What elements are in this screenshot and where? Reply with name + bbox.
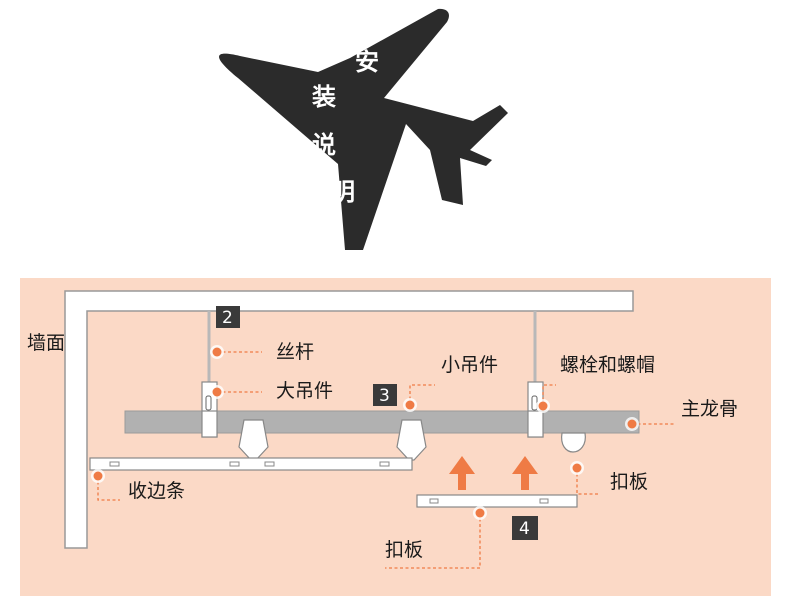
- marker-dot: [625, 417, 639, 431]
- label-main-keel: 主龙骨: [681, 398, 738, 420]
- step-badge: 3: [373, 384, 397, 406]
- large-hanger-front: [527, 410, 544, 438]
- label-panel: 扣板: [385, 539, 423, 561]
- plane-title-char: 说: [312, 131, 336, 159]
- markers: [91, 345, 639, 520]
- up-arrow-icon: [449, 456, 475, 490]
- small-hanger: [561, 432, 586, 453]
- small-hangers: [238, 419, 586, 461]
- up-arrow-icon: [512, 456, 538, 490]
- label-panel: 扣板: [610, 471, 648, 493]
- plane-title-char: 安: [355, 48, 379, 76]
- installed-panel: [89, 457, 413, 471]
- marker-dot: [536, 399, 550, 413]
- marker-dot: [210, 345, 224, 359]
- rods: [207, 311, 537, 385]
- svg-text:4: 4: [519, 519, 530, 539]
- label-edge-strip: 收边条: [128, 480, 185, 502]
- step-badge: 4: [512, 516, 538, 540]
- label-rod: 丝杆: [276, 341, 314, 363]
- marker-dot: [403, 398, 417, 412]
- marker-dot: [473, 506, 487, 520]
- small-hanger: [396, 419, 427, 461]
- svg-text:2: 2: [222, 308, 233, 328]
- label-wall: 墙面: [27, 332, 65, 354]
- plane-title-char: 装: [312, 83, 336, 111]
- up-arrows: [449, 456, 538, 490]
- marker-dot: [91, 469, 105, 483]
- plane-title-char: 明: [331, 178, 355, 206]
- loose-panel: [416, 494, 578, 508]
- airplane-icon: [219, 8, 508, 251]
- diagram-background: [20, 278, 771, 596]
- marker-dot: [570, 461, 584, 475]
- large-hanger-front: [201, 410, 218, 438]
- marker-dot: [210, 385, 224, 399]
- plane-title: 安 装 说 明: [312, 48, 379, 206]
- label-large-hanger: 大吊件: [276, 380, 333, 402]
- svg-text:3: 3: [379, 386, 390, 406]
- label-bolt-nut: 螺栓和螺帽: [560, 354, 655, 376]
- label-small-hanger: 小吊件: [441, 354, 498, 376]
- step-badge: 2: [216, 306, 240, 328]
- ceiling-wall: [64, 290, 634, 549]
